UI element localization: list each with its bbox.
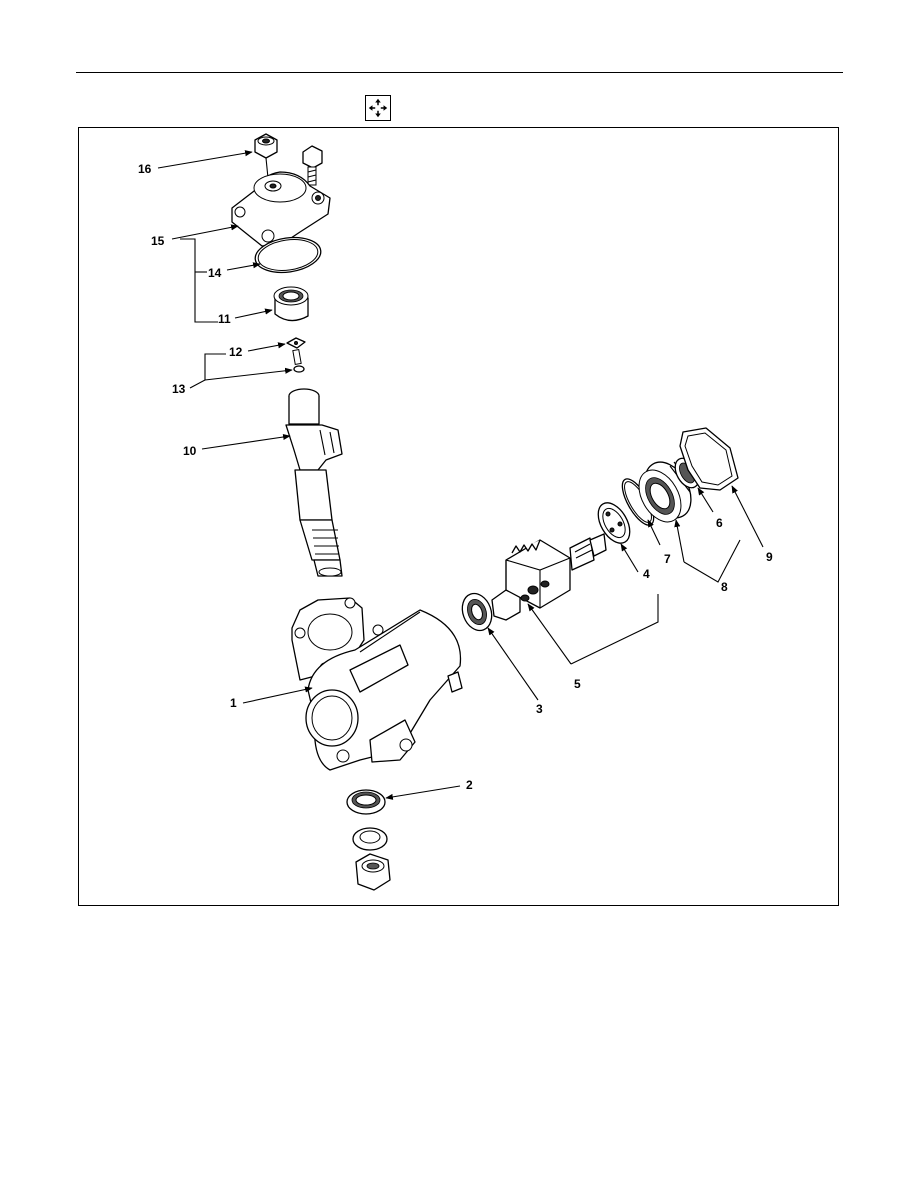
callout-13: 13 <box>172 382 186 396</box>
pitman-arm-nut <box>355 853 391 891</box>
part-14-o-ring <box>254 236 322 274</box>
callout-8: 8 <box>721 580 728 594</box>
callout-16: 16 <box>138 162 152 176</box>
part-13-screw <box>292 349 305 373</box>
header-rule <box>76 72 843 73</box>
callout-14: 14 <box>208 266 222 280</box>
callout-11: 11 <box>218 312 231 326</box>
expand-arrows-icon[interactable] <box>365 95 391 121</box>
callout-6: 6 <box>716 516 723 530</box>
part-3-bearing <box>461 592 493 632</box>
callout-2: 2 <box>466 778 473 792</box>
part-1-gear-housing <box>291 597 463 771</box>
callout-12: 12 <box>229 345 243 359</box>
adjuster-bolt <box>302 145 323 186</box>
part-11-needle-bearing <box>273 286 309 322</box>
part-16-nut <box>254 133 278 179</box>
lock-washer <box>352 827 388 851</box>
callout-1: 1 <box>230 696 237 710</box>
part-10-sector-shaft <box>285 388 343 577</box>
part-8-adjuster-plug <box>638 459 697 523</box>
callout-9: 9 <box>766 550 773 564</box>
callout-10: 10 <box>183 444 197 458</box>
callout-4: 4 <box>643 567 650 581</box>
part-4-bearing <box>597 502 631 544</box>
callout-labels: 16 15 14 11 12 13 10 1 2 3 4 5 6 7 8 9 <box>138 162 773 792</box>
part-9-retaining-ring <box>679 427 739 491</box>
part-2-seal <box>346 789 386 815</box>
callout-3: 3 <box>536 702 543 716</box>
diagram-frame <box>78 127 839 906</box>
callout-7: 7 <box>664 552 671 566</box>
callout-5: 5 <box>574 677 581 691</box>
part-5-ball-nut-worm <box>491 533 607 621</box>
part-12-lock-plate <box>286 337 306 349</box>
callout-15: 15 <box>151 234 165 248</box>
part-15-side-cover <box>231 171 331 247</box>
leader-lines <box>157 150 764 800</box>
